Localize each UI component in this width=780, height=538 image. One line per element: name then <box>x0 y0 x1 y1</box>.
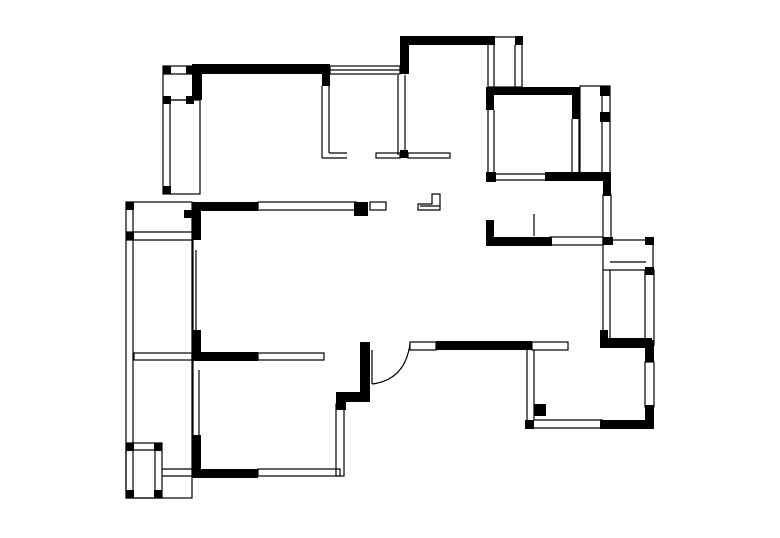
column-right-outer-a <box>645 237 654 245</box>
wall-bed2-bottom <box>192 469 258 478</box>
wall-small-room-left <box>486 87 494 110</box>
window-strip-upper-left <box>162 99 201 195</box>
wall-corridor-right <box>486 237 552 246</box>
column-balcony-bottom-a <box>126 443 134 451</box>
column-left-window-a <box>163 96 171 104</box>
column-top-right-a <box>515 36 523 45</box>
column-corridor <box>354 202 368 216</box>
column-left-window-d <box>186 66 194 74</box>
column-balcony-bottom-c <box>154 490 162 498</box>
column-small-room-c <box>486 172 496 182</box>
wall-small-room-bottom <box>545 172 610 181</box>
wall-entry-step-post <box>336 392 346 410</box>
wall-bed2-left-post <box>192 330 201 360</box>
wall-top-left-corner <box>192 64 202 100</box>
column-right-corridor <box>603 237 613 245</box>
wall-right-room-top <box>600 338 652 348</box>
column-left-lower <box>163 186 171 194</box>
wall-top-center <box>400 36 495 45</box>
wall-thin-corridor-stub <box>369 201 387 211</box>
wall-top-center-post <box>400 36 409 74</box>
wall-bed2-top <box>192 352 258 361</box>
column-left-window-c <box>163 66 171 74</box>
entry-door-swing <box>371 343 411 385</box>
column-balcony-b <box>126 232 134 240</box>
structural-walls <box>126 36 654 498</box>
column-right-room-a <box>525 420 534 429</box>
wall-right-room-side <box>600 330 608 348</box>
wall-bed1-post <box>400 150 408 158</box>
wall-living-left-post <box>192 202 201 240</box>
wall-entry-post <box>360 342 370 402</box>
wall-small-room-top <box>486 87 580 95</box>
column-left-window-b <box>186 96 194 104</box>
wall-small-room-right <box>572 87 580 119</box>
wall-right-room-outer <box>645 340 654 362</box>
wall-bed2-bottom-post <box>192 435 201 477</box>
column-small-room-a <box>600 86 610 96</box>
window-right-outer <box>602 239 654 271</box>
column-balcony-bottom-d <box>154 443 162 451</box>
wall-entry-step <box>336 392 370 402</box>
column-balcony-a <box>126 202 134 210</box>
wall-stub-upper-f <box>407 152 451 159</box>
wall-corridor-right-post <box>486 220 494 246</box>
wall-right-short <box>603 172 611 196</box>
wall-stub-upper-e <box>375 152 401 159</box>
wall-living-top-left <box>192 202 258 211</box>
column-balcony-bottom-b <box>126 490 134 498</box>
column-balcony-c <box>184 210 192 218</box>
column-right-outer-b <box>645 267 654 275</box>
wall-top-left-post <box>322 64 330 86</box>
column-small-room-b <box>600 112 610 122</box>
wall-right-room-bottom <box>600 420 654 429</box>
column-right-room-b <box>534 404 546 416</box>
wall-top-left <box>192 64 330 74</box>
wall-entry-top <box>436 341 532 350</box>
hall-bracket <box>417 193 441 211</box>
balcony-small-bottom-left <box>125 442 163 499</box>
wall-right-room-corner <box>645 405 654 429</box>
